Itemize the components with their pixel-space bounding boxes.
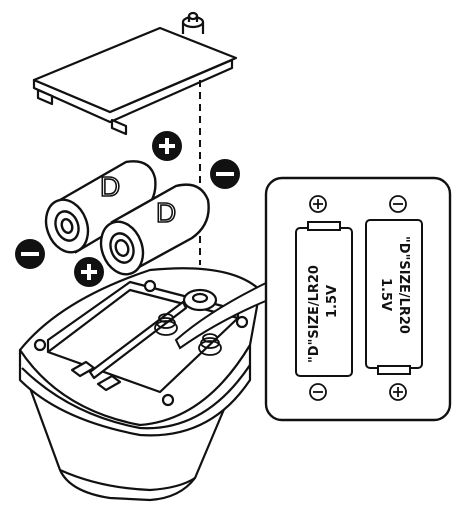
cell-left-size-label: "D"SIZE/LR20 <box>307 265 322 363</box>
d-cell-battery <box>99 183 210 276</box>
cell-left-voltage: 1.5V <box>325 285 340 318</box>
negative-terminal-icon <box>389 195 407 213</box>
positive-terminal-icon <box>309 195 327 213</box>
detail-panel: "D"SIZE/LR20 1.5V "D"SIZE/LR20 1.5V <box>264 176 452 422</box>
battery-compartment <box>18 267 262 502</box>
cell-left: "D"SIZE/LR20 1.5V <box>295 195 353 401</box>
battery-letter-front: D <box>156 197 176 228</box>
cell-right-size-label: "D"SIZE/LR20 <box>396 236 411 334</box>
negative-terminal-icon <box>309 383 327 401</box>
positive-terminal-icon <box>389 383 407 401</box>
battery-letter-back: D <box>100 171 120 202</box>
cell-right-voltage: 1.5V <box>378 278 393 311</box>
positive-terminal-icon <box>152 131 182 161</box>
battery-cover <box>32 11 238 136</box>
negative-terminal-icon <box>15 239 45 269</box>
cell-right: "D"SIZE/LR20 1.5V <box>365 195 423 401</box>
positive-terminal-icon <box>74 257 104 287</box>
negative-terminal-icon <box>210 159 240 189</box>
